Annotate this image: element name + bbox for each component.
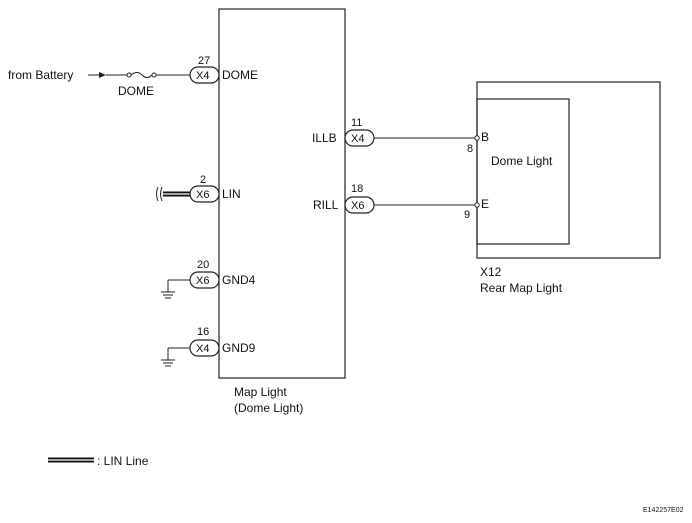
battery-feed: from Battery DOME	[8, 68, 190, 98]
arrow-right-icon	[99, 72, 106, 78]
connector-lin: X6	[196, 189, 209, 201]
terminal-gnd4-name: GND4	[222, 273, 256, 287]
pin-b-number: 8	[467, 143, 473, 155]
terminal-rill: RILL 18 X6	[313, 183, 475, 214]
terminal-illb-pin: 11	[351, 117, 362, 129]
terminal-lin-pin: 2	[200, 174, 206, 186]
map-light-label-line1: Map Light	[234, 385, 287, 399]
terminal-lin: 2 X6 LIN	[156, 174, 241, 203]
fuse-icon	[130, 72, 153, 78]
terminal-illb-name: ILLB	[312, 131, 337, 145]
terminal-lin-name: LIN	[222, 187, 241, 201]
fuse-terminal-left	[126, 72, 132, 78]
dome-light-inner-box	[476, 98, 570, 245]
legend: : LIN Line	[48, 454, 149, 468]
terminal-gnd9-pin: 16	[197, 326, 209, 338]
connector-lin-pill	[189, 185, 220, 203]
connector-dome-pill	[189, 66, 220, 84]
rear-map-light-code: X12	[480, 265, 502, 279]
terminal-rill-pin: 18	[351, 183, 363, 195]
rear-map-light: Dome Light B 8 E 9 X12 Rear Map Light	[464, 81, 661, 295]
legend-lin-label: : LIN Line	[97, 454, 149, 468]
terminal-gnd4: 20 X6 GND4	[161, 259, 256, 299]
pin-e-terminal	[474, 202, 480, 208]
connector-gnd9: X4	[196, 343, 209, 355]
connector-rill: X6	[351, 200, 364, 212]
figure-code: E142257E02	[643, 507, 684, 514]
from-battery-label: from Battery	[8, 68, 73, 82]
connector-dome: X4	[196, 70, 209, 82]
terminal-illb: ILLB 11 X4	[312, 117, 475, 147]
terminal-dome: 27 X4 DOME	[189, 55, 258, 84]
pin-b-terminal	[474, 135, 480, 141]
pin-e-number: 9	[464, 209, 470, 221]
map-light-label-line2: (Dome Light)	[234, 401, 303, 415]
terminal-dome-pin: 27	[198, 55, 210, 67]
fuse-label: DOME	[118, 84, 154, 98]
pin-e-name: E	[481, 197, 489, 211]
terminal-dome-name: DOME	[222, 68, 258, 82]
ground-icon	[161, 359, 175, 367]
fuse-terminal-right	[151, 72, 157, 78]
dome-light-label: Dome Light	[491, 154, 553, 168]
rear-map-light-name: Rear Map Light	[480, 281, 563, 295]
ground-icon	[161, 291, 175, 299]
terminal-gnd4-pin: 20	[197, 259, 209, 271]
connector-gnd4: X6	[196, 275, 209, 287]
terminal-rill-name: RILL	[313, 198, 339, 212]
connector-illb: X4	[351, 133, 364, 145]
terminal-gnd9-name: GND9	[222, 341, 256, 355]
terminal-gnd9: 16 X4 GND9	[161, 326, 256, 367]
pin-b-name: B	[481, 130, 489, 144]
lin-wire-break-icon	[156, 186, 163, 202]
